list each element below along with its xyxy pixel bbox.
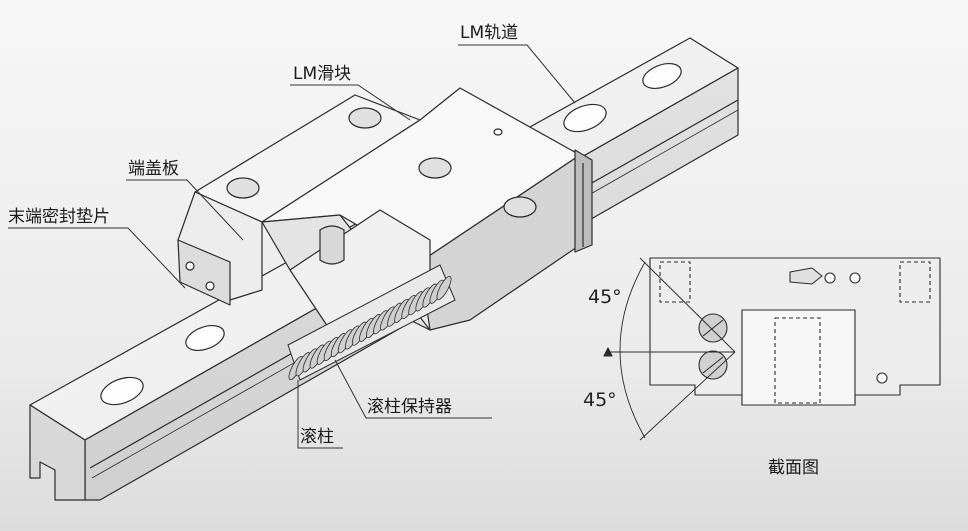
cross-section bbox=[603, 257, 941, 441]
label-roller-cage: 滚柱保持器 bbox=[367, 397, 452, 417]
block-top-hole bbox=[226, 177, 260, 199]
leader-end-plate bbox=[126, 179, 244, 241]
angle-line-lower bbox=[639, 351, 736, 441]
block-cutaway-thread bbox=[319, 225, 345, 265]
section-bolt-symbol bbox=[876, 372, 888, 384]
label-lm-block: LM滑块 bbox=[293, 64, 352, 84]
leader-lm-block bbox=[290, 84, 411, 121]
angle-arrow bbox=[603, 347, 613, 357]
end-seal-gasket bbox=[177, 239, 231, 306]
end-seal-hole bbox=[185, 261, 195, 271]
block-top-hole bbox=[348, 107, 382, 129]
angle-line-upper bbox=[639, 257, 736, 353]
roller-cage bbox=[287, 264, 456, 381]
angle-arc bbox=[619, 261, 646, 439]
block-top-hole bbox=[503, 196, 537, 218]
section-bolt-symbol bbox=[849, 272, 861, 284]
section-rail-bolt-hole bbox=[774, 317, 821, 404]
rail-hole bbox=[185, 325, 225, 351]
section-grease-nipple bbox=[789, 267, 823, 285]
roller-element bbox=[436, 275, 452, 301]
end-seal-hole bbox=[205, 281, 215, 291]
label-angle-upper: 45° bbox=[588, 286, 622, 308]
leader-roller bbox=[297, 380, 343, 449]
section-rail-outline bbox=[741, 309, 856, 406]
label-roller: 滚柱 bbox=[300, 427, 334, 447]
label-lm-rail: LM轨道 bbox=[460, 23, 519, 43]
leader-lines bbox=[8, 44, 576, 449]
leader-lm-rail bbox=[458, 44, 576, 104]
rail-hole bbox=[642, 63, 682, 89]
roller-row bbox=[288, 275, 452, 381]
section-side-hole bbox=[659, 261, 691, 303]
label-cross-section: 截面图 bbox=[768, 458, 819, 478]
rail-hole bbox=[100, 376, 144, 406]
leader-roller-cage bbox=[334, 359, 492, 419]
label-angle-lower: 45° bbox=[583, 389, 617, 411]
section-bolt-symbol bbox=[824, 272, 836, 284]
rail-end-face bbox=[29, 404, 86, 501]
section-roller-upper-hatch bbox=[702, 319, 724, 337]
label-end-plate: 端盖板 bbox=[128, 159, 179, 179]
section-roller-lower-hatch bbox=[702, 356, 724, 374]
block-grease-nipple-hole bbox=[493, 128, 503, 136]
block-top-hole bbox=[418, 157, 452, 179]
leader-end-seal bbox=[8, 227, 186, 289]
label-end-seal: 末端密封垫片 bbox=[8, 207, 110, 227]
block-right-side bbox=[419, 154, 581, 331]
section-side-hole bbox=[899, 261, 931, 303]
rail-hole bbox=[563, 103, 607, 133]
